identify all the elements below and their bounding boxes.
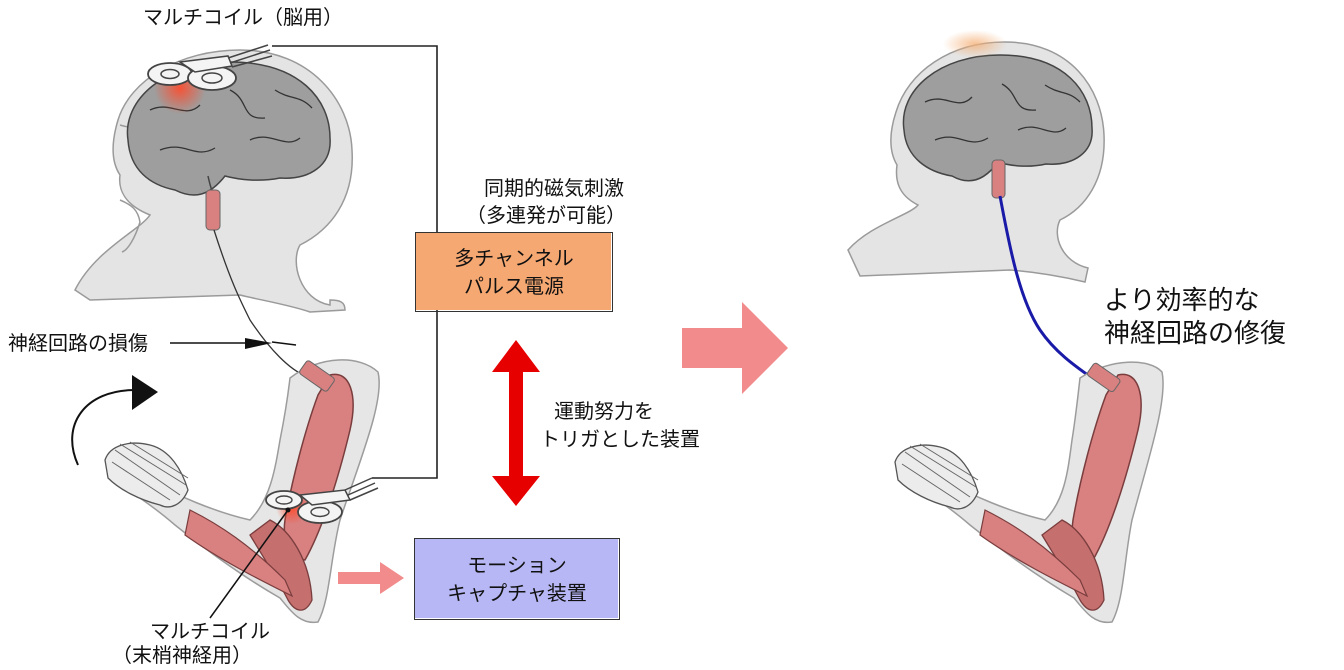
brain-coil-label: マルチコイル（脳用） — [143, 5, 343, 29]
motion-capture-label-line2: キャプチャ装置 — [447, 581, 587, 605]
rotation-arrow-icon — [71, 375, 158, 466]
motion-capture-label-line1: モーション — [467, 553, 567, 577]
brain-coil-icon — [147, 44, 273, 91]
arm-coil-cable — [372, 310, 438, 479]
result-label-line1: より効率的な — [1104, 286, 1260, 316]
right-stimulation-glow — [943, 30, 1007, 58]
capture-box-bg — [414, 538, 618, 618]
motor-trigger-label-line2: トリガとした装置 — [540, 427, 700, 451]
arm-coil-pointer-dot — [285, 507, 291, 513]
peripheral-coil-label-line1: マルチコイル — [150, 619, 270, 643]
power-supply-box-bg — [415, 232, 611, 310]
arm-coil-icon — [265, 477, 379, 524]
repaired-nerve-path — [998, 195, 1093, 380]
double-arrow-icon — [492, 340, 540, 506]
nerve-damage-label: 神経回路の損傷 — [8, 331, 148, 355]
stimulation-label-line1: 同期的磁気刺激 — [484, 176, 624, 200]
peripheral-coil-label-line2: （末梢神経用） — [112, 643, 252, 667]
nerve-damage-pointer — [271, 341, 297, 346]
right-arm-icon — [894, 361, 1164, 624]
arm-coil-pointer — [209, 509, 289, 619]
power-supply-box: 多チャンネル パルス電源 — [415, 232, 613, 312]
small-arrow-icon — [338, 562, 404, 594]
damaged-nerve-path — [213, 229, 307, 377]
stimulation-label-line2: （多連発が可能） — [466, 203, 626, 227]
motor-trigger-label-line1: 運動努力を — [554, 399, 654, 423]
nerve-damage-pointer-head — [245, 338, 272, 349]
motion-capture-box: モーション キャプチャ装置 — [414, 538, 620, 620]
power-supply-label-line1: 多チャンネル — [454, 246, 574, 270]
big-arrow-icon — [682, 302, 788, 394]
result-label-line2: 神経回路の修復 — [1104, 319, 1287, 349]
brain-coil-cable — [272, 45, 438, 232]
power-supply-label-line2: パルス電源 — [464, 274, 564, 298]
